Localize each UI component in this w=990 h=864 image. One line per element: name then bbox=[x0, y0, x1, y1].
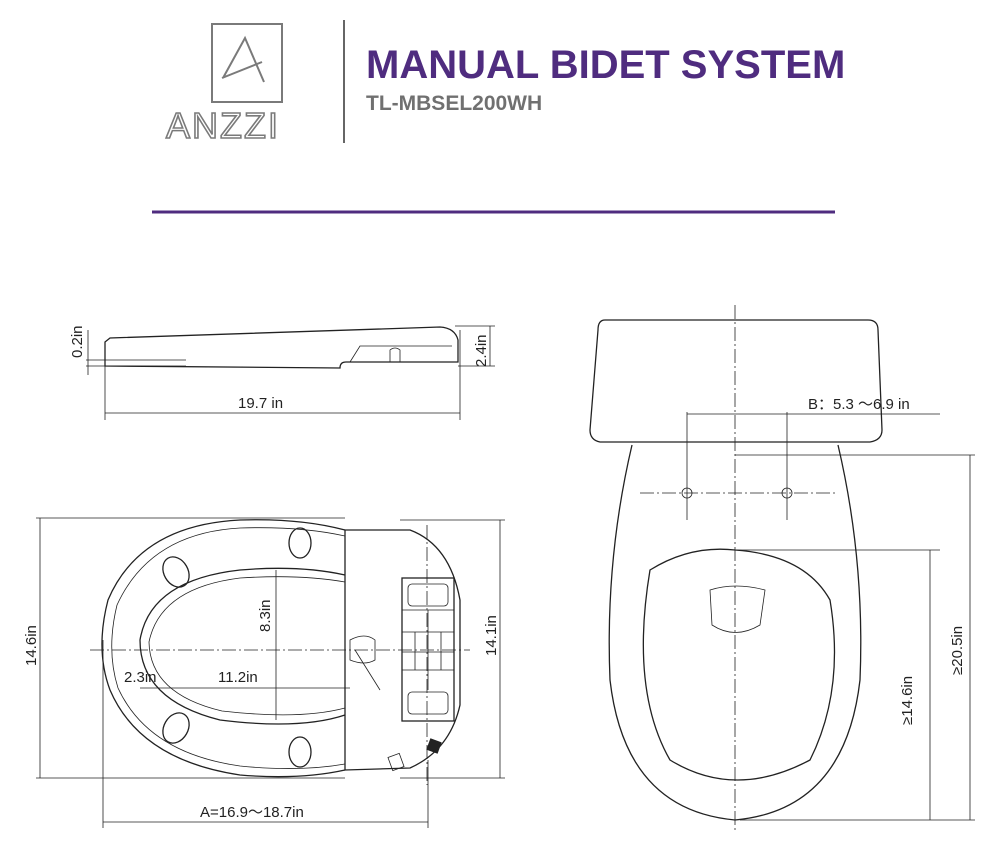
page-title: MANUAL BIDET SYSTEM bbox=[366, 43, 845, 87]
bolt-spacing-label: B：5.3 ～6.9 in bbox=[808, 396, 910, 413]
opening-length-label: 11.2in bbox=[218, 669, 258, 686]
anzzi-logo: ANZZI bbox=[165, 23, 283, 147]
mount-length-label: A=16.9～18.7in bbox=[200, 804, 304, 821]
seat-top-view: 14.6in 14.1in 8.3in 2.3in 11.2in A=16.9～… bbox=[23, 517, 505, 828]
toilet-top-view: B：5.3 ～6.9 in ≥14.6in ≥20.5in bbox=[589, 305, 975, 830]
side-view: 0.2in 2.4in 19.7 in bbox=[69, 325, 495, 420]
model-number: TL-MBSEL200WH bbox=[366, 92, 542, 115]
height-label: 2.4in bbox=[473, 334, 490, 367]
thickness-label: 0.2in bbox=[69, 325, 86, 358]
front-offset-label: 2.3in bbox=[124, 669, 157, 686]
length-label: 19.7 in bbox=[238, 395, 283, 412]
min-bowl-length-label: ≥14.6in bbox=[899, 676, 916, 725]
overall-width-label: 14.6in bbox=[23, 625, 40, 666]
min-total-length-label: ≥20.5in bbox=[949, 626, 966, 675]
svg-text:ANZZI: ANZZI bbox=[166, 105, 280, 146]
opening-width-label: 8.3in bbox=[257, 599, 274, 632]
seat-width-label: 14.1in bbox=[483, 615, 500, 656]
